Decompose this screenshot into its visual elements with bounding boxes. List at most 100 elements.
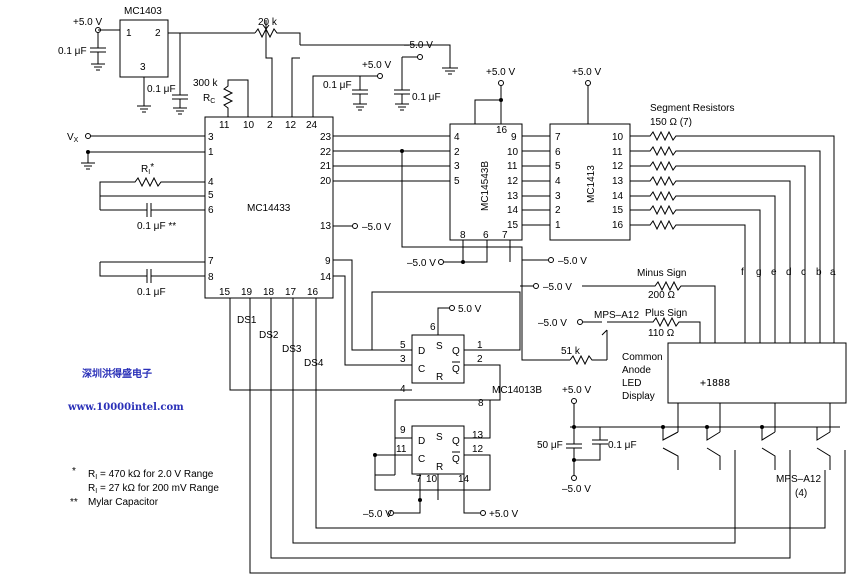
mc1403-pin-1: 1	[126, 28, 132, 39]
mc1413-chip	[549, 123, 631, 241]
svg-text:6: 6	[208, 205, 214, 216]
svg-text:Common: Common	[622, 352, 663, 363]
digit-transistor-1	[662, 427, 679, 470]
svg-text:g: g	[756, 267, 762, 278]
wire-pin9-ff	[333, 259, 412, 351]
svg-text:14: 14	[320, 272, 332, 283]
rc-label: RC	[203, 93, 215, 105]
mc1413-driver: MC1413 7 6 5 4 3 2 1 10 11 12 13 14 15 1…	[549, 67, 631, 241]
svg-text:7: 7	[555, 132, 561, 143]
svg-text:5: 5	[208, 190, 214, 201]
svg-text:11: 11	[612, 147, 623, 158]
svg-text:16: 16	[307, 287, 319, 298]
svg-text:14: 14	[507, 205, 519, 216]
svg-text:8: 8	[460, 230, 466, 241]
svg-text:5: 5	[400, 340, 406, 351]
supply-label-ff: 5.0 V	[458, 304, 482, 315]
svg-text:12: 12	[285, 120, 297, 131]
svg-text:8: 8	[478, 398, 484, 409]
mc14433-adc: MC14433 11 10 2 12 24 3 1 4 5 6 7 8 23 2…	[204, 113, 334, 299]
svg-text:DS1: DS1	[237, 315, 257, 326]
svg-text:7: 7	[416, 474, 422, 485]
svg-text:4: 4	[208, 177, 214, 188]
svg-text:DS4: DS4	[304, 358, 324, 369]
plus-sign-resistor-label: 110 Ω	[648, 328, 675, 339]
rc-value-label: 300 k	[193, 78, 218, 89]
svg-text:1: 1	[477, 340, 483, 351]
supply-label-minus: –5.0 V	[543, 282, 572, 293]
svg-text:18: 18	[263, 287, 275, 298]
vx-input: VX	[67, 132, 205, 170]
footnote-1b: RI = 27 kΩ for 200 mV Range	[88, 483, 219, 495]
rc-body	[222, 79, 249, 117]
svg-text:24: 24	[306, 120, 318, 131]
svg-text:C: C	[418, 454, 425, 465]
ground-pin1	[81, 151, 205, 170]
footnote-2: Mylar Capacitor	[88, 497, 159, 508]
mc1403-pin-3: 3	[140, 62, 146, 73]
svg-text:11: 11	[507, 161, 518, 172]
pot-label: 20 k	[258, 17, 278, 28]
svg-text:DS3: DS3	[282, 344, 302, 355]
svg-text:9: 9	[400, 425, 406, 436]
svg-text:12: 12	[507, 176, 519, 187]
pot-body	[254, 27, 301, 45]
wire-14543-bottom	[462, 240, 511, 263]
mc14433-chip	[204, 116, 334, 299]
svg-text:10: 10	[426, 474, 438, 485]
cap-label-pin7-8: 0.1 μF	[137, 287, 166, 298]
svg-text:10: 10	[243, 120, 255, 131]
led-display-digits: +1888	[700, 378, 730, 389]
svg-text:d: d	[786, 267, 792, 278]
mc1413-label: MC1413	[586, 165, 597, 203]
wire-pin14-ff	[333, 275, 412, 366]
mps-a12-label-top: MPS–A12	[594, 310, 639, 321]
vx-terminal	[85, 133, 91, 139]
seg-res-e	[630, 190, 776, 343]
watermark-chinese: 深圳洪得盛电子	[82, 367, 152, 380]
supply-terminal-14543-neg	[438, 259, 444, 265]
svg-text:17: 17	[285, 287, 297, 298]
potentiometer-20k: 20 k –5.0 V 0.1 μF	[254, 17, 458, 117]
svg-text:3: 3	[555, 191, 561, 202]
cap-label-mc1403-out: 0.1 μF	[147, 84, 176, 95]
svg-text:Q: Q	[452, 454, 460, 465]
svg-text:4: 4	[454, 132, 460, 143]
minus-sign-resistor-label: 200 Ω	[648, 290, 675, 301]
seg-res-f	[630, 219, 746, 343]
digit-transistor-3	[761, 427, 776, 470]
supply-terminal-pin24	[377, 73, 383, 79]
minus-sign-label: Minus Sign	[637, 268, 686, 279]
rc-resistor: 300 k RC	[193, 78, 249, 117]
svg-text:14: 14	[612, 191, 624, 202]
supply-label-mc1403: +5.0 V	[73, 17, 103, 28]
supply-label-caps: +5.0 V	[562, 385, 592, 396]
segment-resistors: Segment Resistors 150 Ω (7) f g e d c b …	[630, 103, 836, 343]
minus-sign-circuit: –5.0 V Minus Sign 200 Ω	[520, 268, 716, 343]
wire-pot-neg	[300, 44, 458, 75]
watermark-url: www.10000intel.com	[67, 402, 184, 413]
svg-text:4: 4	[555, 176, 561, 187]
supply-terminal-neg-top	[417, 54, 423, 60]
svg-text:C: C	[418, 364, 425, 375]
digit-transistors: MPS–A12 (4)	[570, 403, 840, 499]
ds1-line	[249, 298, 846, 574]
svg-text:20: 20	[320, 176, 332, 187]
svg-text:10: 10	[612, 132, 624, 143]
svg-text:13: 13	[507, 191, 519, 202]
svg-text:15: 15	[219, 287, 231, 298]
capacitor-neg	[394, 89, 410, 111]
footnotes: * RI = 470 kΩ for 2.0 V Range RI = 27 kΩ…	[70, 466, 219, 508]
svg-text:7: 7	[208, 256, 214, 267]
svg-text:16: 16	[612, 220, 624, 231]
svg-text:5: 5	[454, 176, 460, 187]
bcd-bus	[333, 135, 450, 182]
svg-text:9: 9	[325, 256, 331, 267]
resistor-51k	[569, 354, 607, 366]
led-display: +1888 Common Anode LED Display	[622, 342, 847, 404]
svg-text:2: 2	[555, 205, 561, 216]
supply-terminal-mid	[548, 257, 554, 263]
wire-pin22-minus	[401, 151, 570, 361]
resistor-51k-label: 51 k	[561, 346, 581, 357]
svg-text:D: D	[418, 346, 425, 357]
